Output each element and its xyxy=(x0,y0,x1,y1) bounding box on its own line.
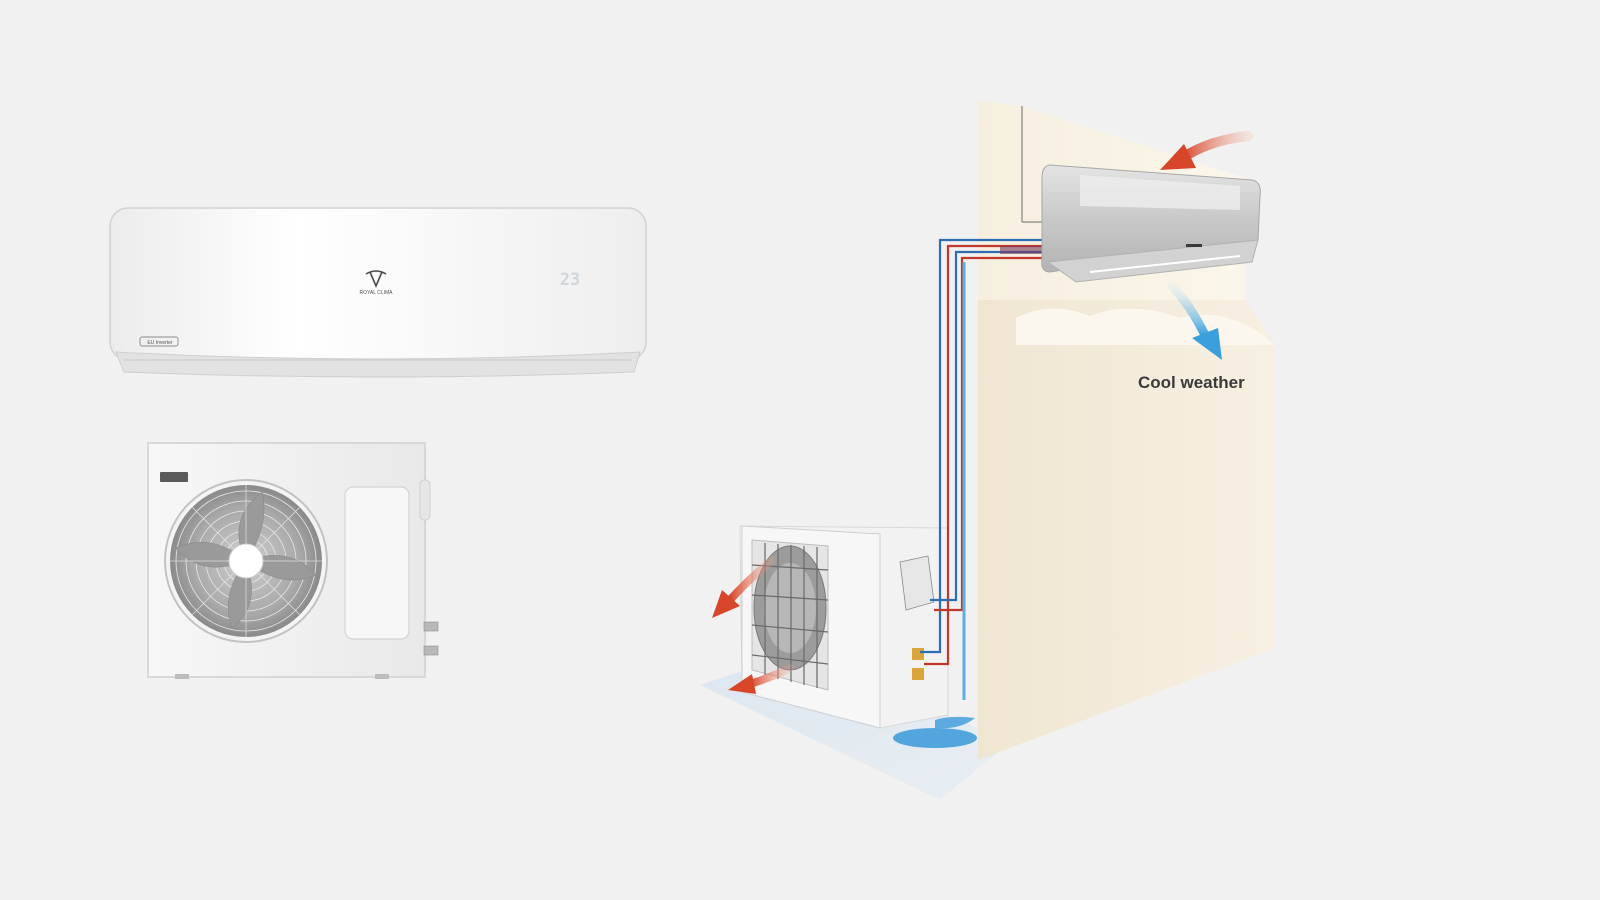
installation-schematic: Cool weather xyxy=(700,100,1275,800)
indoor-unit-louver xyxy=(115,351,641,378)
wall-lower xyxy=(978,300,1275,760)
refrigerant-pipes xyxy=(920,238,1044,666)
indoor-temperature-display: 23 xyxy=(560,270,580,290)
outdoor-unit xyxy=(147,442,439,679)
indoor-inverter-badge: EU Inverter xyxy=(147,340,173,346)
fan-icon xyxy=(164,479,328,643)
schematic-indoor-unit xyxy=(1041,164,1261,283)
outdoor-valves xyxy=(423,621,439,656)
blue-curved-arrow-icon xyxy=(1167,281,1222,360)
indoor-unit: ROYAL CLIMA 23 EU Inverter xyxy=(109,207,647,378)
schematic-valve xyxy=(912,648,924,660)
red-curved-arrow-icon xyxy=(712,556,776,618)
cool-weather-label: Cool weather xyxy=(1138,373,1245,392)
indoor-logo-text: ROYAL CLIMA xyxy=(359,290,393,296)
schematic-valve xyxy=(912,668,924,680)
schematic-fan-icon xyxy=(751,539,829,691)
water-puddle xyxy=(893,728,977,748)
outdoor-service-panel xyxy=(344,486,410,640)
indoor-logo-icon xyxy=(365,270,387,289)
outdoor-unit-nameplate xyxy=(160,472,188,482)
red-curved-arrow-icon xyxy=(1160,131,1253,170)
red-curved-arrow-icon xyxy=(728,664,794,694)
